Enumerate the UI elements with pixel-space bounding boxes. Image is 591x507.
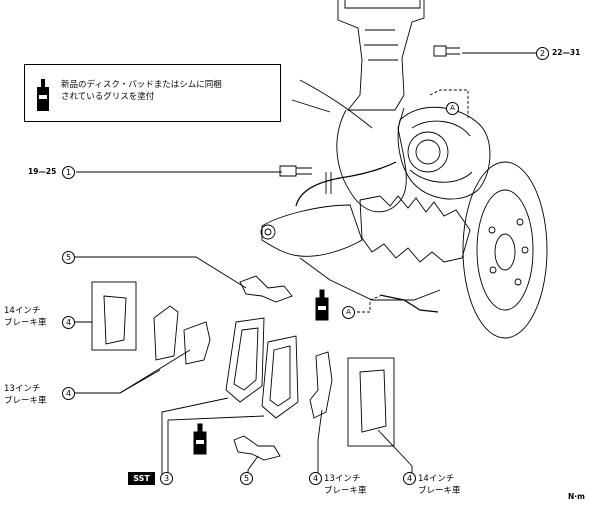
grease-note-box: 新品のディスク・パッドまたはシムに同梱 されているグリスを塗付 [24, 64, 281, 122]
label-brake-car-13-left: ブレーキ車 [4, 396, 47, 406]
callout-2: 2 [536, 47, 549, 60]
brake-hose [379, 294, 439, 313]
label-brake-car-13-right: ブレーキ車 [324, 486, 367, 496]
callout-4-14inch-left: 4 [62, 316, 75, 329]
grease-can-icon-1 [315, 289, 329, 321]
knuckle [336, 107, 407, 213]
drive-shaft-boot [359, 195, 471, 263]
sst-badge: SST [128, 472, 155, 485]
callout-4-13inch-right: 4 [309, 472, 322, 485]
grease-note-line1: 新品のディスク・パッドまたはシムに同梱 [61, 80, 222, 90]
callout-3: 3 [160, 472, 173, 485]
callout-4-13inch-left: 4 [62, 387, 75, 400]
shim-13inch-a [153, 305, 179, 361]
callout-5-lower: 5 [240, 472, 253, 485]
shim-13inch-b [183, 321, 211, 365]
unit-label: N·m [568, 492, 585, 501]
shim-5-lower [233, 435, 281, 461]
ref-mark-a-bottom: A [342, 306, 355, 319]
label-brake-car-14-left: ブレーキ車 [4, 318, 47, 328]
bolt-1 [279, 165, 312, 177]
brake-pad-outer [225, 317, 265, 403]
ref-a-leader-bottom [352, 295, 381, 313]
bolt-2 [433, 45, 460, 57]
label-14inch-right: 14インチ [418, 474, 455, 484]
ref-a-leader-top [429, 89, 469, 118]
ref-mark-a-top: A [446, 102, 459, 115]
shim-13inch-right [309, 351, 333, 419]
label-14inch-left: 14インチ [4, 306, 41, 316]
callout-4-14inch-right: 4 [403, 472, 416, 485]
sensor-wire [295, 161, 397, 207]
strut-body [337, 0, 425, 111]
brake-pad-inner [261, 335, 299, 419]
pad-14inch-box-left [91, 281, 137, 351]
brake-disc [462, 161, 548, 339]
torque-value-2: 22—31 [552, 48, 581, 57]
lower-arm [261, 204, 363, 257]
label-13inch-left: 13インチ [4, 384, 41, 394]
torque-value-1: 19—25 [28, 167, 57, 176]
grease-can-icon [37, 79, 49, 111]
label-13inch-right: 13インチ [324, 474, 361, 484]
label-brake-car-14-right: ブレーキ車 [418, 486, 461, 496]
callout-1: 1 [62, 166, 75, 179]
shim-5-upper [239, 275, 293, 303]
strut-spring-seat [344, 0, 421, 9]
grease-note-line2: されているグリスを塗付 [61, 92, 155, 102]
pad-14inch-box-right [347, 357, 395, 447]
callout-5-upper: 5 [62, 251, 75, 264]
grease-can-icon-2 [193, 423, 207, 455]
